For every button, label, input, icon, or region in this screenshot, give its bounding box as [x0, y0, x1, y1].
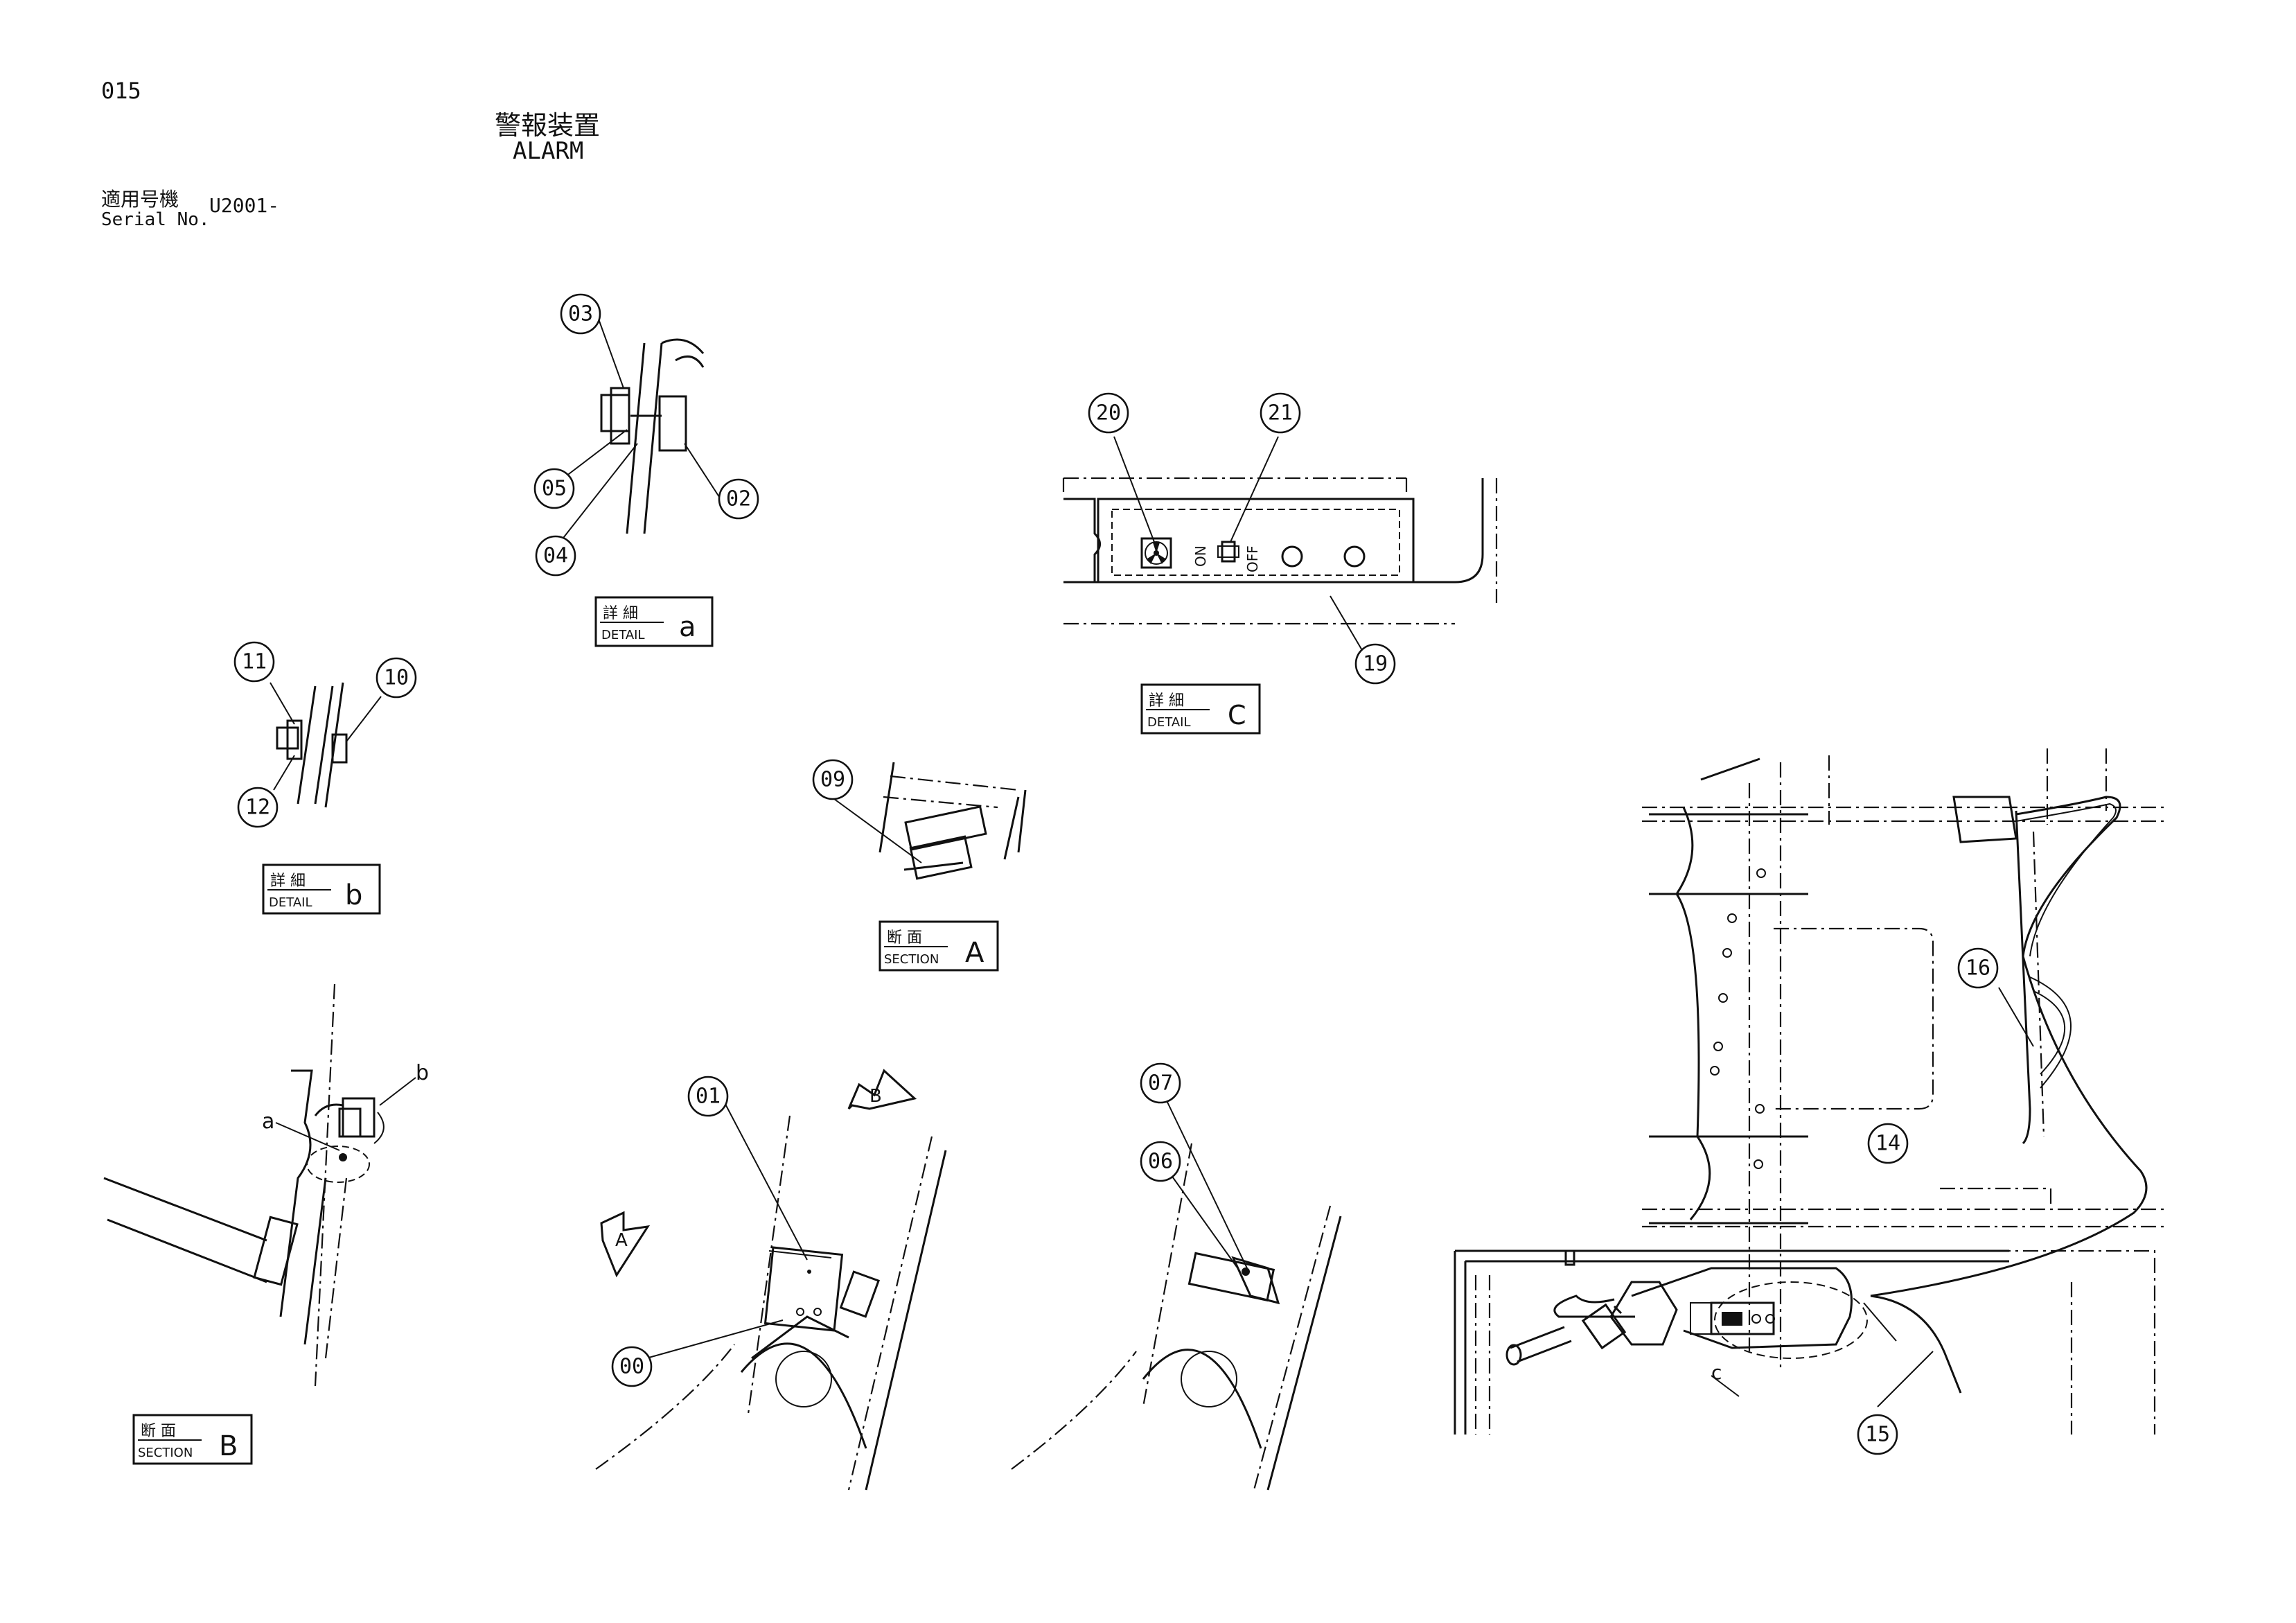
svg-text:12: 12	[245, 796, 270, 820]
svg-text:DETAIL: DETAIL	[1147, 715, 1190, 730]
svg-text:詳 細: 詳 細	[270, 872, 306, 890]
title-english: ALARM	[513, 137, 584, 165]
svg-text:詳 細: 詳 細	[1149, 692, 1184, 710]
balloon-06: 06	[1140, 1141, 1181, 1182]
svg-text:04: 04	[543, 544, 568, 568]
svg-text:15: 15	[1865, 1423, 1890, 1447]
part-balloons: 03 05 04 02 11 10 12 20 21 19 09 01 00 0…	[233, 293, 1999, 1455]
svg-text:07: 07	[1148, 1071, 1173, 1096]
balloon-03: 03	[560, 293, 601, 335]
svg-text:14: 14	[1875, 1132, 1900, 1156]
label-detail-c: 詳 細 DETAIL C	[1140, 683, 1261, 735]
svg-text:20: 20	[1096, 401, 1121, 426]
svg-text:01: 01	[696, 1085, 721, 1109]
balloon-07: 07	[1140, 1062, 1181, 1104]
balloon-09: 09	[812, 759, 854, 800]
section-arrow-a: A	[600, 1211, 651, 1278]
svg-text:SECTION: SECTION	[138, 1446, 193, 1460]
balloon-15: 15	[1857, 1414, 1898, 1455]
svg-text:03: 03	[568, 302, 593, 326]
balloon-12: 12	[237, 787, 279, 828]
balloon-21: 21	[1260, 392, 1301, 434]
svg-text:00: 00	[619, 1355, 644, 1379]
svg-text:SECTION: SECTION	[884, 952, 939, 967]
label-section-b: 断 面 SECTION B	[132, 1414, 253, 1465]
balloon-16: 16	[1957, 947, 1999, 989]
detail-b-drawing	[270, 682, 382, 808]
serial-label-english: Serial No.	[101, 209, 210, 230]
callout-a: a	[262, 1109, 274, 1134]
balloon-14: 14	[1867, 1123, 1909, 1164]
page-number: 015	[101, 78, 141, 104]
balloon-10: 10	[376, 657, 417, 699]
svg-text:10: 10	[384, 666, 409, 690]
boom-foot-view-2	[1011, 1094, 1342, 1491]
balloon-00: 00	[611, 1346, 653, 1387]
svg-text:b: b	[345, 879, 362, 911]
label-section-a: 断 面 SECTION A	[878, 920, 999, 972]
section-arrow-b: B	[847, 1069, 917, 1110]
svg-text:DETAIL: DETAIL	[269, 895, 312, 910]
callout-b: b	[416, 1061, 429, 1085]
serial-number-value: U2001-	[209, 194, 280, 217]
section-b-drawing	[103, 983, 416, 1387]
svg-text:05: 05	[542, 477, 567, 501]
machine-frame-view	[1454, 748, 2169, 1435]
switch-off-label: OFF	[1244, 545, 1261, 572]
svg-text:16: 16	[1966, 956, 1990, 981]
svg-text:C: C	[1228, 700, 1246, 730]
svg-text:21: 21	[1268, 401, 1293, 426]
balloon-11: 11	[233, 641, 275, 683]
svg-text:a: a	[679, 611, 696, 643]
switch-on-off-labels: ON OFF	[1192, 545, 1261, 572]
balloon-19: 19	[1354, 643, 1396, 685]
detail-c-drawing	[1062, 436, 1498, 656]
svg-text:断 面: 断 面	[887, 929, 922, 947]
section-a-drawing	[831, 762, 1027, 880]
svg-text:19: 19	[1363, 652, 1388, 676]
svg-text:B: B	[219, 1430, 238, 1462]
svg-text:A: A	[965, 937, 984, 969]
label-detail-a: 詳 細 DETAIL a	[594, 596, 714, 647]
svg-text:詳 細: 詳 細	[603, 605, 638, 622]
svg-text:09: 09	[820, 768, 845, 792]
serial-label-japanese: 適用号機	[101, 188, 179, 211]
balloon-04: 04	[535, 535, 576, 577]
label-detail-b: 詳 細 DETAIL b	[262, 863, 381, 915]
svg-text:断 面: 断 面	[141, 1423, 176, 1440]
svg-text:11: 11	[242, 650, 267, 674]
boom-foot-view-1	[595, 1094, 947, 1491]
svg-text:02: 02	[726, 487, 751, 511]
switch-on-label: ON	[1192, 545, 1209, 567]
title-japanese: 警報装置	[495, 110, 601, 141]
svg-text:06: 06	[1148, 1150, 1173, 1174]
callout-letters: a b c	[262, 1061, 1722, 1384]
arrow-a-letter: A	[615, 1230, 628, 1251]
balloon-05: 05	[533, 468, 575, 509]
svg-text:DETAIL: DETAIL	[601, 628, 644, 642]
balloon-01: 01	[687, 1076, 729, 1117]
detail-a-drawing	[554, 315, 721, 541]
balloon-20: 20	[1088, 392, 1129, 434]
callout-c: c	[1711, 1361, 1722, 1384]
balloon-02: 02	[718, 478, 759, 520]
arrow-b-letter: B	[869, 1086, 882, 1107]
